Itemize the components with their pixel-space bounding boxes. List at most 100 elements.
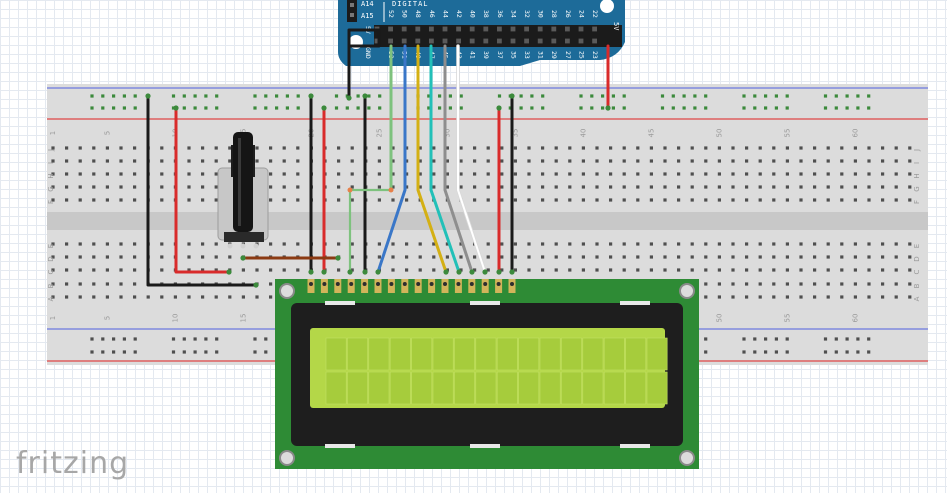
breadboard-hole [581, 172, 585, 176]
lcd-char-cell [582, 371, 604, 405]
lcd-pin-hole [496, 282, 501, 286]
breadboard-hole [133, 185, 137, 189]
breadboard-hole [78, 242, 82, 246]
breadboard-hole [513, 268, 517, 272]
breadboard-hole [622, 268, 626, 272]
breadboard-hole [78, 185, 82, 189]
breadboard-hole [133, 198, 137, 202]
rail-hole [275, 94, 279, 98]
rail-hole [856, 337, 860, 341]
breadboard-hole [282, 185, 286, 189]
breadboard-hole [214, 198, 218, 202]
breadboard-hole [105, 146, 109, 150]
breadboard-hole [677, 185, 681, 189]
rail-hole [427, 106, 431, 110]
breadboard-hole [228, 255, 232, 259]
lcd-char-cell [475, 337, 497, 371]
breadboard-hole [486, 185, 490, 189]
breadboard-hole [78, 282, 82, 286]
breadboard-hole [51, 185, 55, 189]
breadboard-hole [595, 172, 599, 176]
rail-hole [193, 94, 197, 98]
breadboard-hole [731, 159, 735, 163]
breadboard-hole [690, 242, 694, 246]
breadboard-row-label: C [913, 269, 921, 274]
breadboard-hole [350, 185, 354, 189]
breadboard-hole [609, 255, 613, 259]
rail-hole [856, 94, 860, 98]
breadboard-hole [717, 146, 721, 150]
breadboard-hole [799, 242, 803, 246]
breadboard-hole [758, 255, 762, 259]
breadboard-hole [350, 242, 354, 246]
breadboard-hole [894, 198, 898, 202]
wire-d6 [443, 44, 474, 274]
breadboard-hole [581, 185, 585, 189]
breadboard-hole [772, 172, 776, 176]
rail-hole [774, 350, 778, 354]
pin-label-a15: A15 [361, 12, 374, 20]
rail-hole [264, 350, 268, 354]
breadboard-hole [745, 295, 749, 299]
rail-hole [590, 106, 594, 110]
breadboard-hole [459, 185, 463, 189]
arduino-header-pin [483, 38, 489, 44]
breadboard-hole [799, 295, 803, 299]
breadboard-hole [105, 268, 109, 272]
breadboard-hole [500, 172, 504, 176]
arduino-pin-label: 44 [441, 10, 449, 18]
breadboard-hole [554, 242, 558, 246]
arduino-header-pin [565, 38, 570, 44]
rail-hole [590, 94, 594, 98]
rail-hole [845, 106, 849, 110]
rail-hole [334, 94, 339, 98]
breadboard-hole [881, 268, 885, 272]
lcd-pin-hole [322, 282, 327, 286]
lcd-character-cells [325, 337, 668, 405]
breadboard-hole [813, 185, 817, 189]
breadboard-hole [881, 255, 885, 259]
breadboard-hole [745, 242, 749, 246]
arduino-header-pin [551, 38, 557, 44]
breadboard-hole [201, 242, 205, 246]
breadboard-row-label: E [913, 244, 921, 248]
rail-hole [856, 350, 860, 354]
breadboard-hole [881, 198, 885, 202]
breadboard-hole [473, 198, 477, 202]
breadboard-hole [187, 159, 191, 163]
breadboard-hole [337, 198, 341, 202]
breadboard-hole [867, 282, 871, 286]
breadboard-hole [513, 172, 517, 176]
rail-hole [764, 337, 768, 341]
breadboard-hole [690, 185, 694, 189]
breadboard-row-label: F [913, 200, 921, 204]
lcd-char-cell [347, 337, 368, 371]
breadboard-row-label: B [47, 283, 55, 288]
rail-hole [90, 106, 94, 110]
breadboard-hole [622, 185, 626, 189]
breadboard-hole [296, 268, 300, 272]
breadboard-hole [445, 146, 449, 150]
arduino-pin-label: 33 [523, 51, 531, 59]
breadboard-hole [595, 146, 599, 150]
breadboard-hole [513, 185, 517, 189]
wire-end [347, 269, 353, 275]
breadboard-hole [92, 172, 96, 176]
breadboard-hole [405, 198, 409, 202]
wire-enable [376, 44, 407, 274]
breadboard-row-label: B [913, 283, 921, 288]
breadboard-hole [785, 282, 789, 286]
breadboard-hole [840, 159, 844, 163]
breadboard-hole [731, 268, 735, 272]
wire-end [375, 269, 381, 275]
breadboard-hole [473, 268, 477, 272]
breadboard-hole [636, 172, 640, 176]
breadboard-hole [649, 255, 653, 259]
arduino-pin-label: 32 [523, 10, 531, 18]
breadboard-hole [677, 198, 681, 202]
breadboard-hole [133, 242, 137, 246]
wire-end [308, 93, 314, 99]
rail-hole [660, 106, 665, 110]
rail-hole [682, 106, 686, 110]
